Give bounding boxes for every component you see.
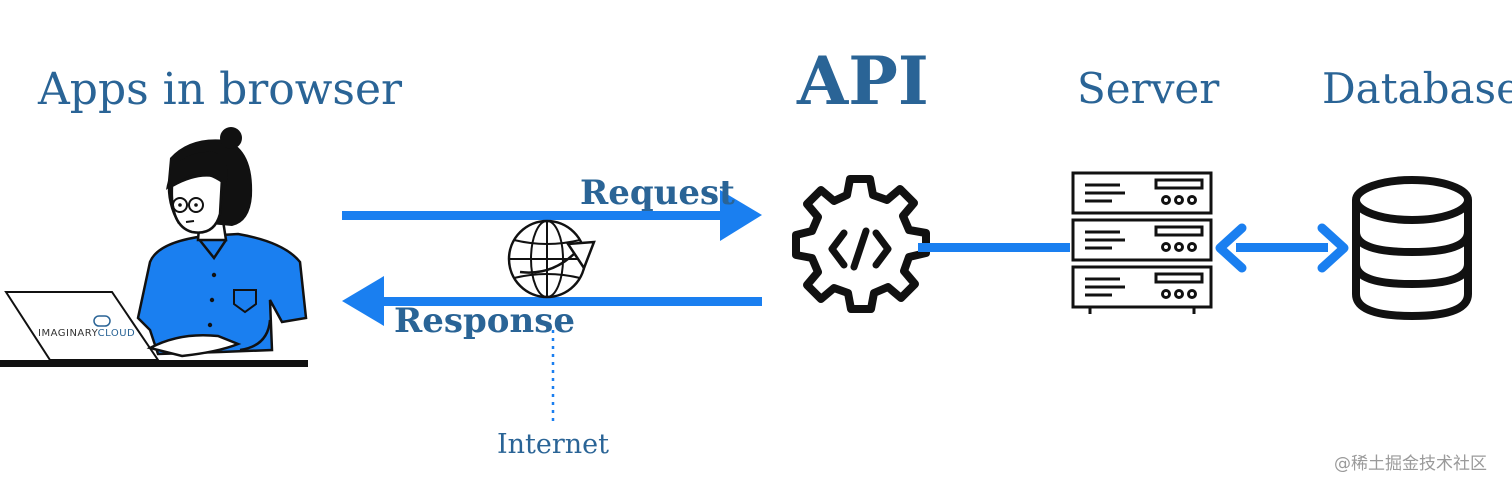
laptop-brand-part1: IMAGINARY <box>38 328 98 339</box>
api-label: API <box>797 42 929 120</box>
database-label: Database <box>1322 64 1512 113</box>
server-label: Server <box>1077 64 1220 113</box>
watermark: @稀土掘金技术社区 <box>1334 454 1487 474</box>
api-server-connector <box>918 243 1070 252</box>
request-arrow <box>342 190 762 241</box>
response-arrow <box>342 276 762 326</box>
apps-in-browser-label: Apps in browser <box>38 64 403 115</box>
database-icon <box>1352 176 1472 321</box>
server-database-arrow <box>1215 223 1349 273</box>
person-laptop-illustration <box>0 127 308 367</box>
internet-label: Internet <box>497 429 610 460</box>
response-label: Response <box>394 301 575 341</box>
server-rack-icon <box>1071 171 1213 314</box>
globe-icon <box>507 219 596 299</box>
gear-code-icon <box>792 175 930 313</box>
laptop-brand-part2: CLOUD <box>97 328 136 339</box>
request-label: Request <box>580 173 735 213</box>
laptop-brand-logo: IMAGINARYCLOUD <box>38 328 135 339</box>
